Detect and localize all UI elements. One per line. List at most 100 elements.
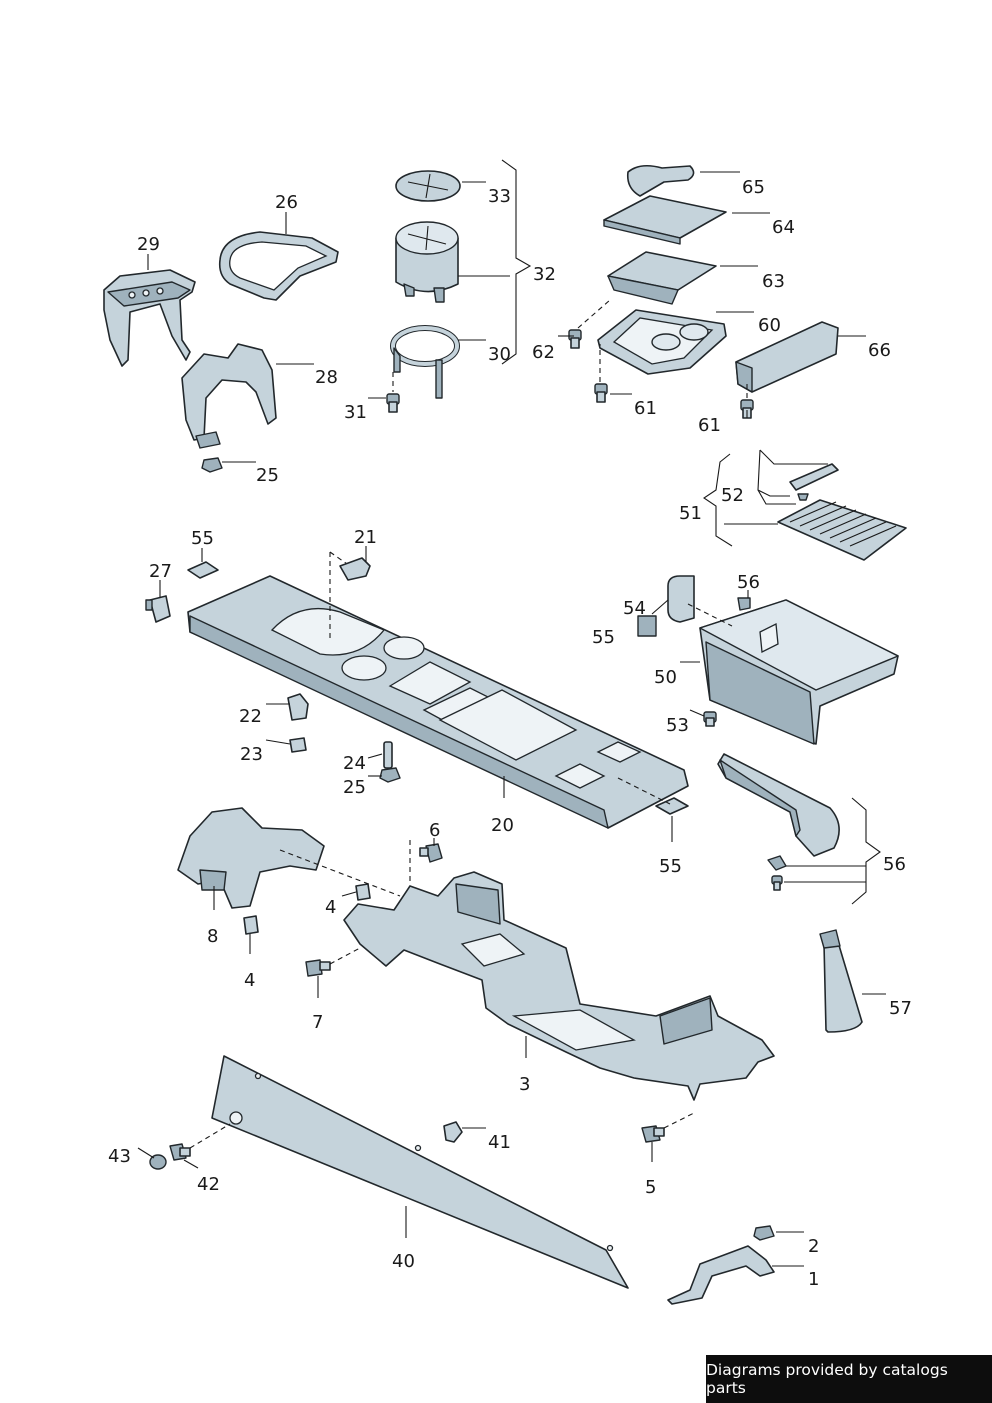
callout-65: 65	[742, 177, 765, 198]
callout-55-top: 55	[191, 528, 214, 549]
callout-4-top: 4	[325, 897, 336, 918]
callout-55-right: 55	[592, 627, 615, 648]
callout-21: 21	[354, 527, 377, 548]
callout-20: 20	[491, 815, 514, 836]
clip-part-41	[443, 1121, 463, 1143]
callout-50: 50	[654, 667, 677, 688]
console-carrier-part-3	[343, 871, 775, 1101]
callout-52: 52	[721, 485, 744, 506]
callout-24: 24	[343, 753, 366, 774]
callout-61-left: 61	[634, 398, 657, 419]
callout-62: 62	[532, 342, 555, 363]
cup-holder-insert-part-32	[395, 221, 459, 303]
clip-part-56b	[767, 855, 787, 871]
callout-56-top: 56	[737, 572, 760, 593]
callout-23: 23	[240, 744, 263, 765]
storage-box-part-50	[699, 599, 899, 745]
screw-part-56c	[771, 875, 783, 891]
diagram-credit-banner: Diagrams provided by catalogs parts	[706, 1355, 992, 1403]
knob-part-65	[626, 164, 695, 197]
callout-2: 2	[808, 1236, 819, 1257]
screw-part-6	[419, 843, 443, 863]
leader-lines	[137, 159, 886, 1267]
callout-33: 33	[488, 186, 511, 207]
clip-part-23	[289, 737, 307, 753]
callout-40: 40	[392, 1251, 415, 1272]
bracket-part-1	[667, 1245, 775, 1305]
handle-part-52	[789, 463, 839, 501]
callout-32: 32	[533, 264, 556, 285]
callout-1: 1	[808, 1269, 819, 1290]
tube-part-57	[819, 929, 863, 1033]
callout-63: 63	[762, 271, 785, 292]
diagram-credit-text: Diagrams provided by catalogs parts	[706, 1361, 948, 1397]
callout-42: 42	[197, 1174, 220, 1195]
clip-part-22	[287, 693, 309, 721]
screw-part-31	[386, 393, 400, 413]
callout-29: 29	[137, 234, 160, 255]
callout-7: 7	[312, 1012, 323, 1033]
screw-part-61a	[594, 383, 608, 403]
storage-bin-part-66	[735, 321, 839, 393]
cap-part-43	[149, 1154, 167, 1170]
callout-25-top: 25	[256, 465, 279, 486]
callout-5: 5	[645, 1177, 656, 1198]
center-console-trim-part-20	[187, 575, 689, 829]
cup-holder-ring-part-30	[390, 325, 460, 399]
callout-54: 54	[623, 598, 646, 619]
screw-part-42	[169, 1143, 191, 1161]
cup-holder-frame-part-29	[103, 269, 196, 367]
screw-part-53	[703, 711, 717, 727]
callout-60: 60	[758, 315, 781, 336]
cover-plate-part-64	[603, 195, 727, 245]
bracket-part-28	[181, 343, 277, 449]
screw-part-62	[568, 329, 582, 349]
callout-6: 6	[429, 820, 440, 841]
bracket-part-8	[177, 807, 325, 909]
callout-56-right: 56	[883, 854, 906, 875]
callout-26: 26	[275, 192, 298, 213]
callout-57: 57	[889, 998, 912, 1019]
callout-51: 51	[679, 503, 702, 524]
callout-64: 64	[772, 217, 795, 238]
pad-part-55a	[187, 561, 219, 579]
side-cover-part-56	[717, 753, 840, 857]
roller-cover-part-51	[777, 499, 907, 561]
pad-part-55c	[655, 797, 689, 815]
nut-part-25-mid	[379, 767, 401, 783]
trim-ring-part-26	[218, 231, 339, 301]
callout-66: 66	[868, 340, 891, 361]
pad-part-55b	[637, 615, 657, 637]
screw-part-7	[305, 959, 331, 977]
screw-part-5	[641, 1125, 665, 1143]
callout-8: 8	[207, 926, 218, 947]
side-trim-panel-part-40	[211, 1055, 629, 1289]
callout-61-right: 61	[698, 415, 721, 436]
callout-55-bottom: 55	[659, 856, 682, 877]
tray-part-60	[597, 309, 727, 375]
callout-4-bottom: 4	[244, 970, 255, 991]
clip-part-21	[339, 557, 371, 581]
pin-part-24	[383, 741, 393, 769]
callout-43: 43	[108, 1146, 131, 1167]
clip-part-4a	[355, 883, 371, 901]
callout-labels: 65 64 63 60 66 62 61 61 33 32 30 31 26 2…	[108, 177, 912, 1290]
callout-30: 30	[488, 344, 511, 365]
pad-part-54	[667, 575, 695, 623]
callout-53: 53	[666, 715, 689, 736]
nut-part-2	[753, 1225, 775, 1241]
callout-27: 27	[149, 561, 172, 582]
callout-3: 3	[519, 1074, 530, 1095]
screw-part-56a	[737, 597, 751, 611]
callout-22: 22	[239, 706, 262, 727]
nut-part-25-top	[201, 457, 223, 473]
callout-41: 41	[488, 1132, 511, 1153]
switch-panel-part-63	[607, 251, 717, 305]
callout-28: 28	[315, 367, 338, 388]
callout-25-mid: 25	[343, 777, 366, 798]
clip-part-4b	[243, 915, 259, 935]
callout-31: 31	[344, 402, 367, 423]
cup-holder-mat-part-33	[395, 170, 461, 202]
switch-part-27	[145, 595, 171, 623]
